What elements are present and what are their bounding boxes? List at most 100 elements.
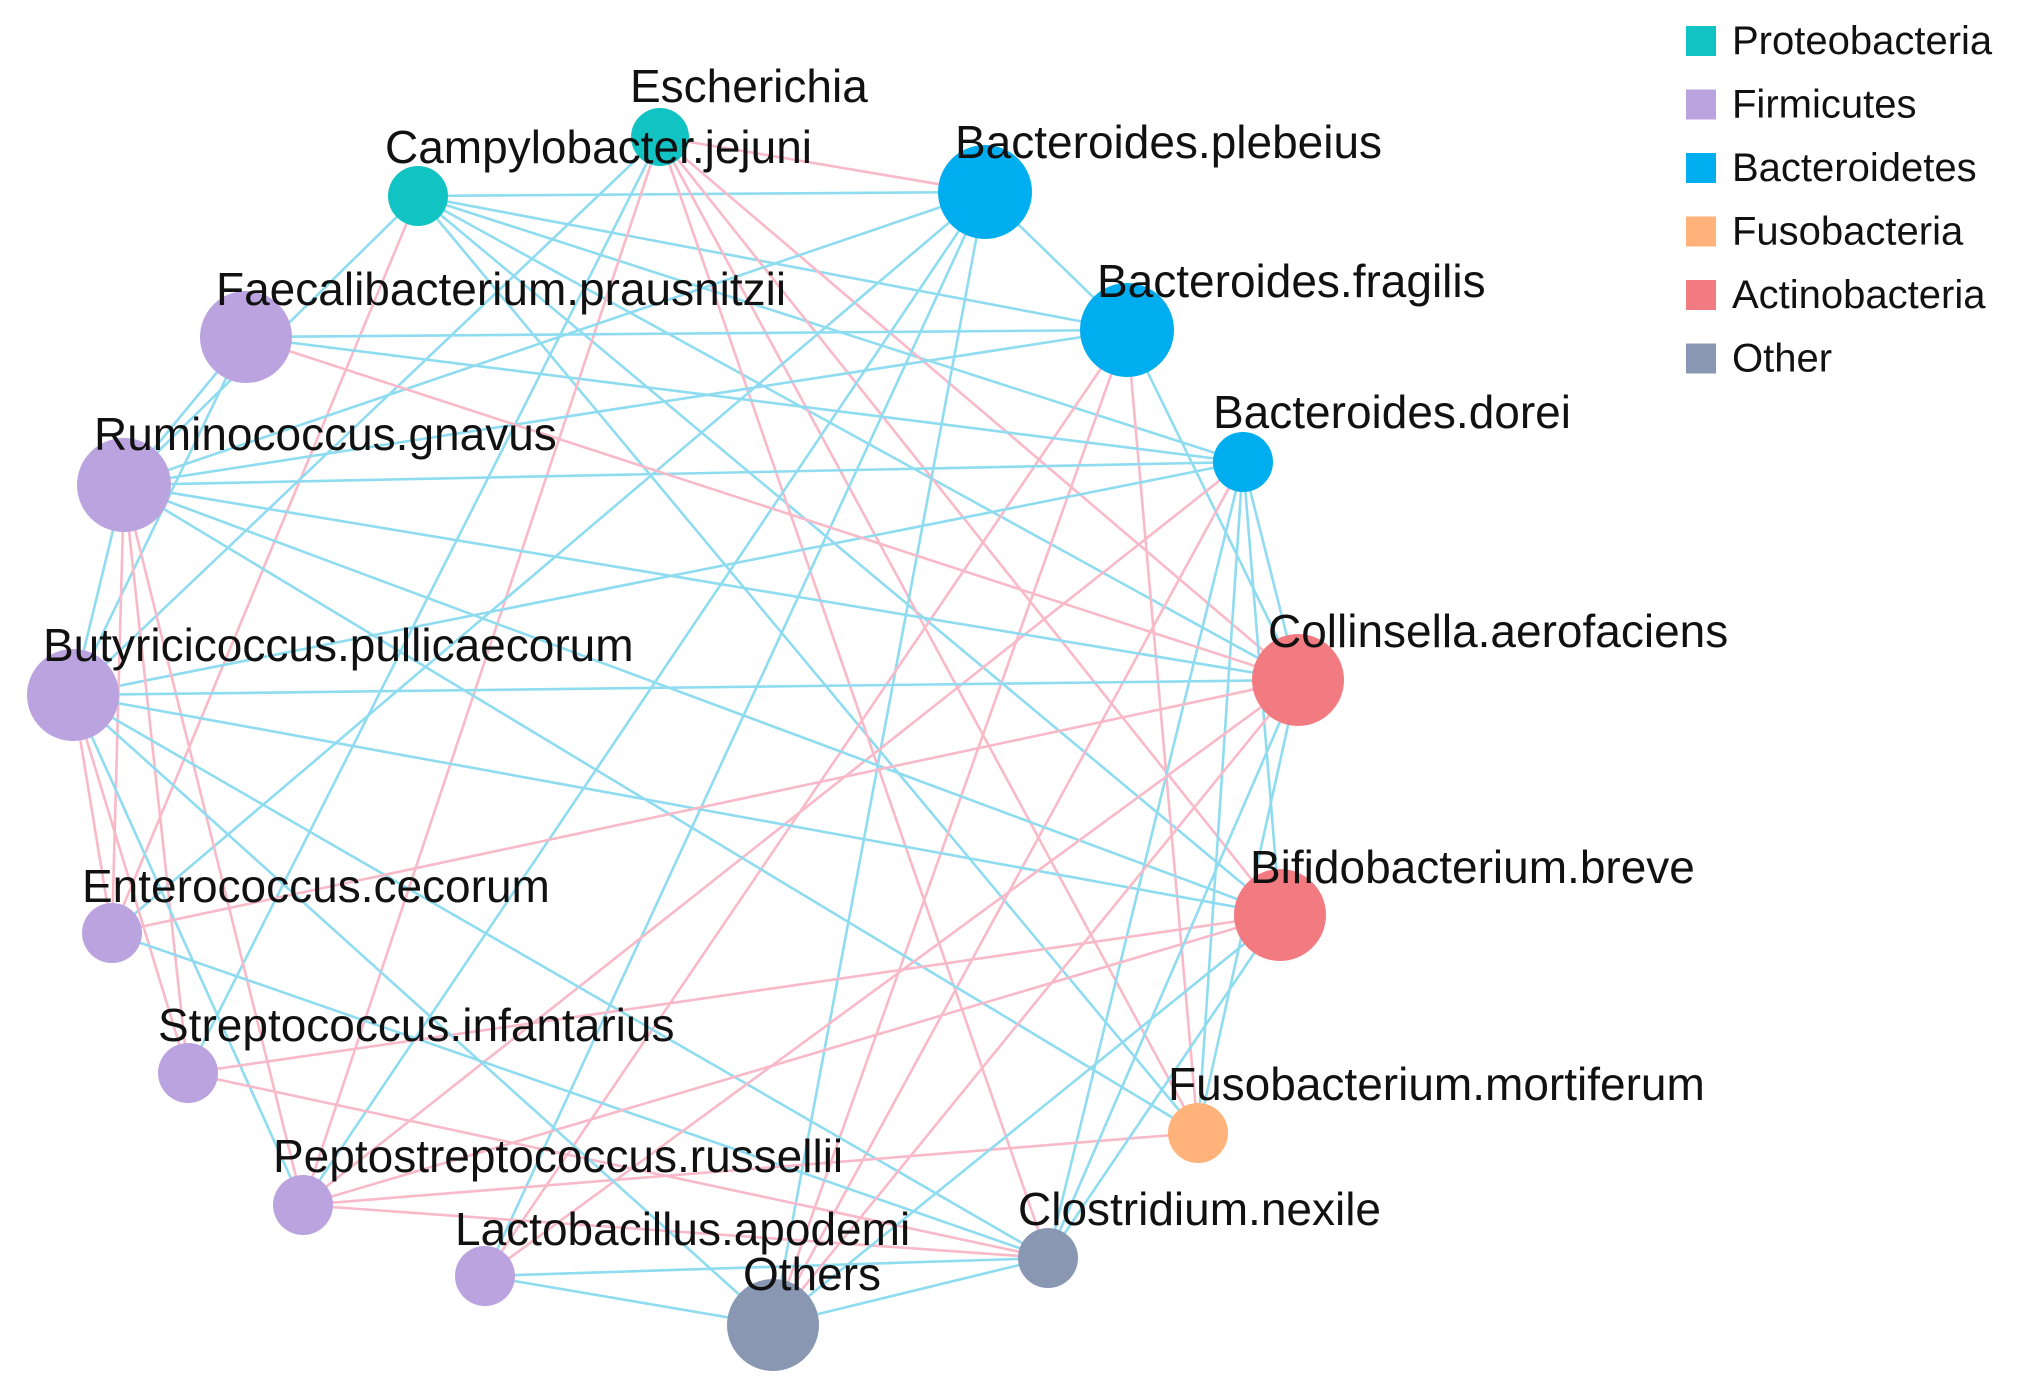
edge-bacteroides-plebeius-enterococcus-cecorum (111, 191, 986, 934)
edge-ruminococcus-gnavus-bifidobacterium-breve (123, 483, 1281, 917)
edge-butyricicoccus-pullicaecorum-clostridium-nexile (72, 693, 1049, 1260)
edge-peptostreptococcus-russellii-clostridium-nexile (302, 1203, 1049, 1260)
legend-swatch-other (1686, 343, 1716, 374)
legend-label-proteobacteria: Proteobacteria (1732, 19, 1993, 63)
edge-campylobacter-jejuni-bacteroides-dorei (417, 194, 1244, 464)
node-label-bacteroides-dorei: Bacteroides.dorei (1213, 386, 1571, 438)
node-streptococcus-infantarius (158, 1043, 218, 1103)
edge-bacteroides-dorei-clostridium-nexile (1046, 461, 1245, 1259)
edge-others-clostridium-nexile (772, 1256, 1049, 1327)
legend-swatch-firmicutes (1686, 89, 1716, 120)
edge-faecalibacterium-prausnitzii-butyricicoccus-pullicaecorum (71, 336, 248, 696)
edge-others-butyricicoccus-pullicaecorum (72, 694, 774, 1326)
edge-bacteroides-fragilis-faecalibacterium-prausnitzii (245, 328, 1128, 339)
legend-label-fusobacteria: Fusobacteria (1732, 210, 1964, 254)
edge-escherichia-butyricicoccus-pullicaecorum (72, 136, 661, 696)
legend-label-other: Other (1732, 337, 1832, 381)
edge-bacteroides-fragilis-ruminococcus-gnavus (123, 328, 1128, 487)
edge-bacteroides-dorei-butyricicoccus-pullicaecorum (72, 460, 1244, 697)
node-peptostreptococcus-russellii (273, 1175, 333, 1235)
edge-ruminococcus-gnavus-streptococcus-infantarius (122, 484, 190, 1074)
node-label-escherichia: Escherichia (630, 60, 868, 112)
edge-campylobacter-jejuni-bacteroides-plebeius (417, 190, 986, 198)
node-label-peptostreptococcus-russellii: Peptostreptococcus.russellii (273, 1130, 843, 1182)
nodes-layer (27, 108, 1344, 1371)
node-bifidobacterium-breve (1234, 869, 1326, 961)
node-others (727, 1279, 819, 1371)
node-bacteroides-dorei (1213, 432, 1273, 492)
node-label-bacteroides-plebeius: Bacteroides.plebeius (955, 116, 1382, 168)
edge-streptococcus-infantarius-clostridium-nexile (187, 1071, 1049, 1260)
edge-butyricicoccus-pullicaecorum-peptostreptococcus-russellii (71, 694, 305, 1206)
edge-bacteroides-plebeius-peptostreptococcus-russellii (301, 191, 987, 1206)
node-label-enterococcus-cecorum: Enterococcus.cecorum (82, 860, 550, 912)
edge-campylobacter-jejuni-bifidobacterium-breve (417, 195, 1281, 916)
node-bacteroides-plebeius (938, 145, 1032, 239)
node-bacteroides-fragilis (1080, 283, 1174, 377)
node-label-bacteroides-fragilis: Bacteroides.fragilis (1097, 255, 1486, 307)
legend-label-bacteroidetes: Bacteroidetes (1732, 146, 1977, 190)
edge-lactobacillus-apodemi-collinsella-aerofaciens (484, 678, 1299, 1278)
edge-streptococcus-infantarius-bifidobacterium-breve (187, 913, 1281, 1075)
edge-bacteroides-fragilis-fusobacterium-mortiferum (1125, 329, 1200, 1134)
edge-others-bifidobacterium-breve (772, 913, 1281, 1327)
node-label-butyricicoccus-pullicaecorum: Butyricicoccus.pullicaecorum (43, 619, 634, 671)
node-campylobacter-jejuni (388, 166, 448, 226)
node-clostridium-nexile (1018, 1228, 1078, 1288)
legend-label-firmicutes: Firmicutes (1732, 83, 1916, 127)
edge-escherichia-streptococcus-infantarius (186, 136, 662, 1074)
edge-enterococcus-cecorum-collinsella-aerofaciens (111, 678, 1299, 935)
edge-escherichia-bifidobacterium-breve (658, 136, 1282, 916)
edge-peptostreptococcus-russellii-fusobacterium-mortiferum (302, 1131, 1199, 1207)
node-butyricicoccus-pullicaecorum (27, 649, 119, 741)
node-ruminococcus-gnavus (77, 438, 171, 532)
legend-swatch-actinobacteria (1686, 280, 1716, 310)
legend-label-actinobacteria: Actinobacteria (1732, 273, 1986, 317)
node-label-lactobacillus-apodemi: Lactobacillus.apodemi (455, 1203, 910, 1255)
legend-swatch-bacteroidetes (1686, 153, 1716, 183)
edge-lactobacillus-apodemi-others (484, 1274, 774, 1327)
edge-bacteroides-dorei-ruminococcus-gnavus (123, 460, 1244, 487)
edge-escherichia-peptostreptococcus-russellii (301, 136, 662, 1206)
edge-bacteroides-plebeius-lactobacillus-apodemi (483, 191, 987, 1277)
legend-swatch-proteobacteria (1686, 26, 1716, 56)
edges-layer (71, 135, 1300, 1327)
node-label-ruminococcus-gnavus: Ruminococcus.gnavus (94, 408, 557, 460)
edge-ruminococcus-gnavus-fusobacterium-mortiferum (123, 483, 1199, 1135)
node-label-streptococcus-infantarius: Streptococcus.infantarius (158, 999, 675, 1051)
edge-ruminococcus-gnavus-enterococcus-cecorum (110, 484, 126, 934)
node-enterococcus-cecorum (82, 903, 142, 963)
edge-bacteroides-plebeius-others (771, 191, 987, 1326)
edge-clostridium-nexile-collinsella-aerofaciens (1046, 679, 1300, 1259)
edge-butyricicoccus-pullicaecorum-streptococcus-infantarius (71, 694, 190, 1074)
node-label-faecalibacterium-prausnitzii: Faecalibacterium.prausnitzii (216, 263, 786, 315)
edge-enterococcus-cecorum-clostridium-nexile (111, 931, 1049, 1260)
edge-escherichia-bacteroides-plebeius (659, 135, 986, 194)
edge-faecalibacterium-prausnitzii-collinsella-aerofaciens (245, 335, 1299, 682)
node-escherichia (631, 108, 689, 166)
edge-bacteroides-dorei-fusobacterium-mortiferum (1196, 461, 1245, 1134)
node-label-bifidobacterium-breve: Bifidobacterium.breve (1250, 841, 1695, 893)
node-fusobacterium-mortiferum (1168, 1103, 1228, 1163)
node-lactobacillus-apodemi (455, 1246, 515, 1306)
node-label-campylobacter-jejuni: Campylobacter.jejuni (385, 121, 812, 173)
edge-lactobacillus-apodemi-clostridium-nexile (484, 1256, 1049, 1278)
edge-peptostreptococcus-russellii-bifidobacterium-breve (302, 913, 1281, 1207)
legend-swatch-fusobacteria (1686, 216, 1716, 247)
edge-butyricicoccus-pullicaecorum-collinsella-aerofaciens (72, 678, 1299, 697)
edge-escherichia-collinsella-aerofaciens (659, 136, 1299, 681)
edge-bacteroides-dorei-faecalibacterium-prausnitzii (245, 335, 1244, 464)
edge-bacteroides-fragilis-collinsella-aerofaciens (1125, 329, 1300, 681)
node-label-fusobacterium-mortiferum: Fusobacterium.mortiferum (1168, 1058, 1705, 1110)
edge-bacteroides-plebeius-ruminococcus-gnavus (123, 190, 986, 487)
legend: ProteobacteriaFirmicutesBacteroidetesFus… (1686, 19, 1993, 381)
edge-campylobacter-jejuni-enterococcus-cecorum (110, 195, 420, 934)
edge-butyricicoccus-pullicaecorum-bifidobacterium-breve (72, 693, 1281, 917)
node-label-collinsella-aerofaciens: Collinsella.aerofaciens (1268, 605, 1728, 657)
edge-ruminococcus-gnavus-collinsella-aerofaciens (123, 483, 1299, 682)
node-label-clostridium-nexile: Clostridium.nexile (1018, 1183, 1381, 1235)
node-label-others: Others (743, 1248, 881, 1300)
edge-others-collinsella-aerofaciens (771, 679, 1300, 1326)
